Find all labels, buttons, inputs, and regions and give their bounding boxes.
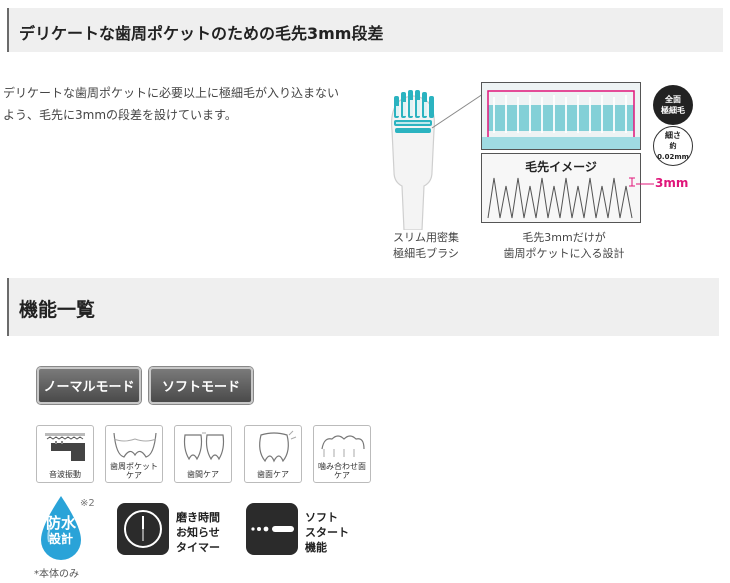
- section-header-features: 機能一覧: [7, 278, 719, 336]
- full-fine-bristle-badge: 全面 極細毛: [653, 85, 693, 125]
- section-title: 機能一覧: [19, 299, 96, 321]
- diagram-caption-line2: 歯周ポケットに入る設計: [503, 247, 625, 260]
- softstart-line2: スタート: [305, 526, 349, 539]
- badge-full-line2: 極細毛: [661, 106, 685, 115]
- timer-line2: お知らせ: [176, 526, 220, 539]
- feature-label: 歯間ケア: [187, 470, 219, 479]
- sonic-vibration-icon: [45, 433, 85, 461]
- waterproof-note-mark: ※2: [80, 498, 95, 509]
- softstart-line1: ソフト: [305, 511, 338, 524]
- timer-feature-text: 磨き時間 お知らせ タイマー: [176, 510, 220, 555]
- feature-interdental: 歯間ケア: [174, 425, 232, 483]
- waterproof-body-only-note: *本体のみ: [34, 569, 79, 580]
- soft-start-feature-text: ソフト スタート 機能: [305, 510, 349, 555]
- feature-label: 音波振動: [49, 470, 81, 479]
- bristle-thickness-badge: 細さ 約0.02mm: [653, 126, 693, 166]
- clock-icon: [124, 510, 162, 548]
- waterproof-drop-icon: [41, 496, 81, 560]
- badge-thin-line1: 細さ: [665, 130, 681, 140]
- bristle-closeup-image: [481, 82, 641, 150]
- feature-sonic-vibration: 音波振動: [36, 425, 94, 483]
- brush-caption: スリム用密集 極細毛ブラシ: [376, 230, 476, 262]
- feature-occlusal-surface: 噛み合わせ面 ケア: [313, 425, 371, 483]
- section-header-3mm-step: デリケートな歯周ポケットのための毛先3mm段差: [7, 8, 723, 52]
- soft-start-feature-box: [246, 503, 298, 555]
- feature-label-line1: 噛み合わせ面: [318, 462, 366, 471]
- step-3mm-label: 3mm: [655, 176, 689, 190]
- toothbrush-head-illustration: [391, 90, 435, 230]
- waterproof-line2: 設計: [48, 532, 73, 546]
- feature-label: 噛み合わせ面 ケア: [314, 462, 370, 480]
- timer-line3: タイマー: [176, 541, 220, 554]
- soft-mode-badge: ソフトモード: [149, 367, 253, 404]
- mm-pointer-line: [636, 183, 654, 185]
- feature-label: 歯面ケア: [257, 470, 289, 479]
- timer-feature-box: [117, 503, 169, 555]
- diagram-caption-line1: 毛先3mmだけが: [522, 231, 606, 244]
- normal-mode-badge: ノーマルモード: [37, 367, 141, 404]
- feature-label-line2: ケア: [334, 471, 350, 480]
- feature-label: 歯周ポケット ケア: [106, 462, 162, 480]
- softstart-line3: 機能: [305, 541, 327, 554]
- brush-caption-line1: スリム用密集: [393, 231, 459, 244]
- waterproof-line1: 防水: [45, 514, 76, 532]
- tooth-surface-icon: [259, 430, 297, 463]
- timer-line1: 磨き時間: [176, 511, 220, 524]
- brush-caption-line2: 極細毛ブラシ: [393, 247, 459, 260]
- diagram-title: 毛先イメージ: [525, 160, 597, 174]
- description-text: デリケートな歯周ポケットに必要以上に極細毛が入り込まないよう、毛先に3mmの段差…: [3, 86, 340, 122]
- occlusal-surface-icon: [321, 435, 365, 457]
- section-title: デリケートな歯周ポケットのための毛先3mm段差: [19, 24, 384, 43]
- feature-label-line1: 歯周ポケット: [110, 462, 158, 471]
- feature-periodontal-pocket: 歯周ポケット ケア: [105, 425, 163, 483]
- badge-thin-line2: 約0.02mm: [657, 141, 689, 161]
- feature-tooth-surface: 歯面ケア: [244, 425, 302, 483]
- periodontal-pocket-icon: [113, 432, 157, 458]
- interdental-care-icon: [183, 432, 225, 461]
- badge-full-line1: 全面: [665, 95, 681, 104]
- waterproof-label: 防水 設計: [33, 514, 89, 547]
- soft-start-icon: [251, 526, 294, 532]
- diagram-caption: 毛先3mmだけが 歯周ポケットに入る設計: [482, 230, 646, 262]
- bristle-tip-diagram: 毛先イメージ: [481, 153, 641, 223]
- pointer-line: [431, 93, 484, 129]
- feature-label-line2: ケア: [126, 471, 142, 480]
